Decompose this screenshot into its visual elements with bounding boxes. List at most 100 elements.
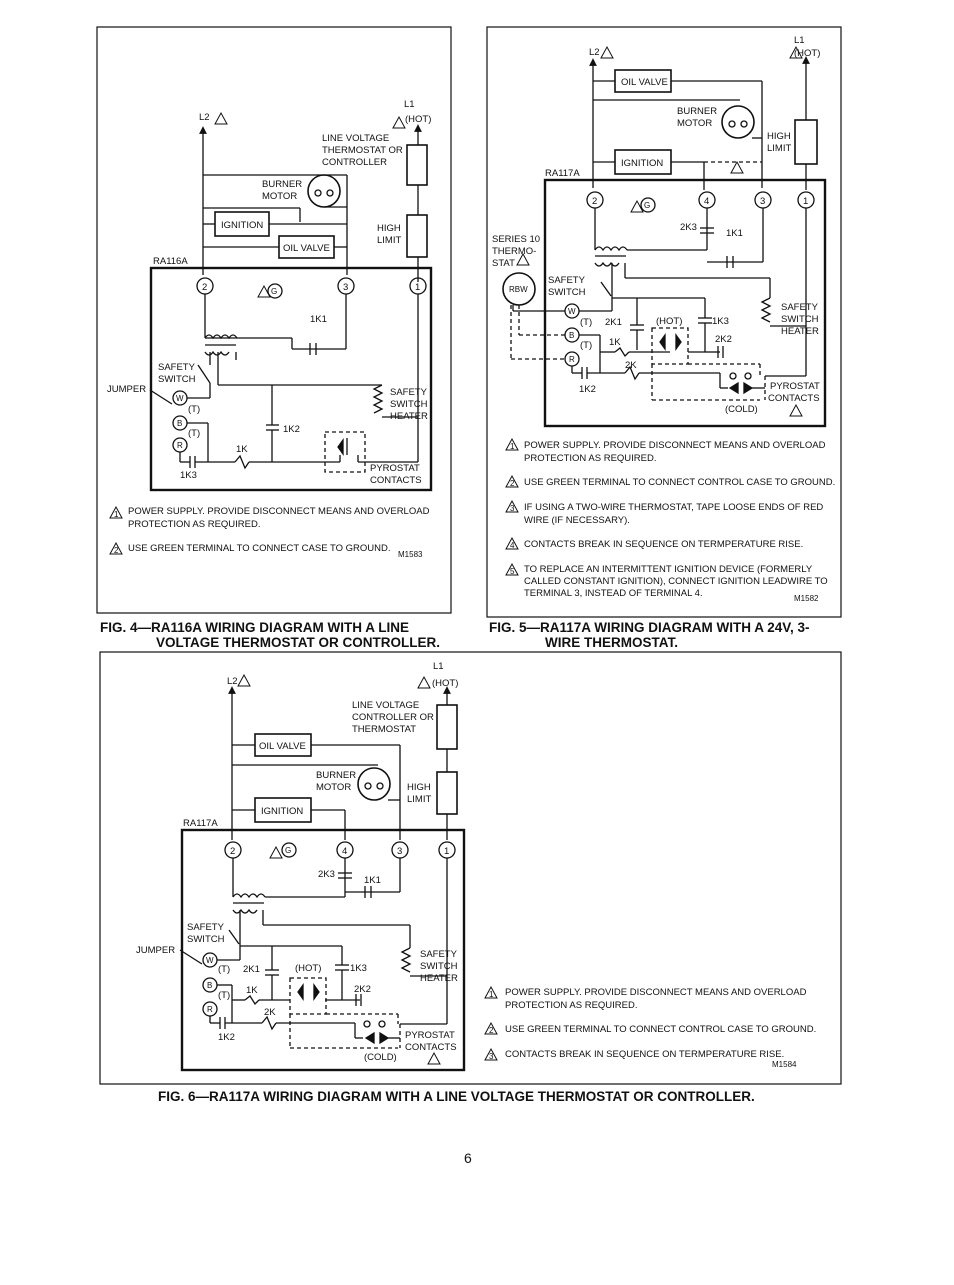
- fig6-safety2-label: SAFETY: [420, 949, 458, 960]
- fig4-diagram: [96, 26, 452, 614]
- fig4-line-voltage-label: LINE VOLTAGE: [322, 133, 389, 144]
- fig4-ignition-label: IGNITION: [221, 220, 263, 231]
- fig5-note3-line1: IF USING A TWO-WIRE THERMOSTAT, TAPE LOO…: [524, 502, 823, 513]
- fig6-caption: FIG. 6—RA117A WIRING DIAGRAM WITH A LINE…: [158, 1089, 838, 1104]
- page-number: 6: [464, 1150, 472, 1166]
- fig4-model-label: RA116A: [153, 256, 188, 267]
- fig5-pyrostat-label: PYROSTAT: [770, 381, 820, 392]
- fig5-hot2-label: (HOT): [656, 316, 682, 327]
- fig6-frame: [99, 651, 842, 1085]
- fig6-ignition-label: IGNITION: [261, 806, 303, 817]
- fig5-note2-num: 2: [510, 479, 515, 488]
- fig5-note3-line2: WIRE (IF NECESSARY).: [524, 515, 630, 526]
- fig5-2k3-label: 2K3: [680, 222, 697, 233]
- fig5-heater-label: HEATER: [781, 326, 819, 337]
- fig4-note1-line1: POWER SUPPLY. PROVIDE DISCONNECT MEANS A…: [128, 506, 430, 517]
- fig6-1k3-label: 1K3: [350, 963, 367, 974]
- fig5-2k1-label: 2K1: [605, 317, 622, 328]
- fig5-contacts-label: CONTACTS: [768, 393, 820, 404]
- fig6-jumper-label: JUMPER: [136, 945, 175, 956]
- fig4-r-label: R: [177, 441, 183, 450]
- fig5-note5-num: 5: [510, 567, 515, 576]
- fig4-b-label: B: [177, 419, 182, 428]
- fig5-t4-label: 4: [704, 196, 709, 207]
- fig6-model-label: RA117A: [183, 818, 218, 829]
- fig5-b-label: B: [569, 331, 574, 340]
- fig5-diagram: [486, 26, 842, 618]
- fig5-relay-case: [543, 178, 827, 428]
- fig5-r-label: R: [569, 355, 575, 364]
- fig6-switch-label: SWITCH: [187, 934, 225, 945]
- fig5-t1-label: 1: [803, 196, 808, 207]
- fig6-burner-motor: [357, 767, 391, 801]
- fig6-2k-label: 2K: [264, 1007, 276, 1018]
- fig5-caption-line1: FIG. 5—RA117A WIRING DIAGRAM WITH A 24V,…: [489, 620, 810, 635]
- fig4-note1-line2: PROTECTION AS REQUIRED.: [128, 519, 261, 530]
- fig5-switch2-label: SWITCH: [781, 314, 819, 325]
- fig4-safety-label: SAFETY: [158, 362, 196, 373]
- fig5-note1-num: 1: [510, 442, 515, 451]
- fig4-caption-line2: VOLTAGE THERMOSTAT OR CONTROLLER.: [156, 635, 440, 650]
- fig6-motor-label: MOTOR: [316, 782, 351, 793]
- fig5-1k1-label: 1K1: [726, 228, 743, 239]
- fig6-b-label: B: [207, 981, 212, 990]
- fig4-burner-label: BURNER: [262, 179, 302, 190]
- fig5-caption-line2: WIRE THERMOSTAT.: [545, 635, 678, 650]
- fig5-high-limit: [794, 119, 818, 165]
- fig6-note2-num: 2: [489, 1026, 494, 1035]
- fig4-thermostat: [406, 144, 428, 186]
- fig6-caption-line: FIG. 6—RA117A WIRING DIAGRAM WITH A LINE…: [158, 1089, 755, 1104]
- fig4-high-limit: [406, 214, 428, 258]
- fig5-code: M1582: [794, 594, 819, 603]
- fig6-high-label: HIGH: [407, 782, 431, 793]
- fig5-w-label: W: [568, 307, 576, 316]
- fig5-2k2-label: 2K2: [715, 334, 732, 345]
- fig5-ignition-label: IGNITION: [621, 158, 663, 169]
- fig6-r-label: R: [207, 1005, 213, 1014]
- fig4-oil-valve-label: OIL VALVE: [283, 243, 330, 254]
- fig5-l1-label: L1: [794, 35, 805, 46]
- fig5-cold-label: (COLD): [725, 404, 758, 415]
- fig6-terminal-g: [281, 842, 297, 858]
- fig5-note5-line2: CALLED CONSTANT IGNITION), CONNECT IGNIT…: [524, 576, 828, 587]
- fig5-note3-num: 3: [510, 504, 515, 513]
- fig4-note1-num: 1: [114, 510, 119, 519]
- fig6-note1-line2: PROTECTION AS REQUIRED.: [505, 1000, 638, 1011]
- fig4-motor-label: MOTOR: [262, 191, 297, 202]
- fig6-burner-label: BURNER: [316, 770, 356, 781]
- fig5-oil-valve-label: OIL VALVE: [621, 77, 668, 88]
- fig4-1k1-label: 1K1: [310, 314, 327, 325]
- fig5-model-label: RA117A: [545, 168, 580, 179]
- fig4-t1-label: 1: [415, 282, 420, 293]
- fig6-diagram: [99, 651, 842, 1085]
- fig6-pyrostat-label: PYROSTAT: [405, 1030, 455, 1041]
- fig5-1k-label: 1K: [609, 337, 621, 348]
- fig4-switch-label: SWITCH: [158, 374, 196, 385]
- fig6-note3-num: 3: [489, 1052, 494, 1061]
- fig6-2k1-label: 2K1: [243, 964, 260, 975]
- fig5-motor-label: MOTOR: [677, 118, 712, 129]
- fig5-safety-label: SAFETY: [548, 275, 586, 286]
- fig4-note2-num: 2: [114, 546, 119, 555]
- fig5-burner-label: BURNER: [677, 106, 717, 117]
- fig6-t1-label: 1: [444, 846, 449, 857]
- fig5-terminal-g: [640, 197, 656, 213]
- fig5-high-label: HIGH: [767, 131, 791, 142]
- fig5-text: L2 L1 (HOT) OIL VALVE BURNER MOTOR HIGH …: [492, 35, 835, 603]
- fig5-note4-line1: CONTACTS BREAK IN SEQUENCE ON TERMPERATU…: [524, 539, 803, 550]
- fig4-t2-label: 2: [202, 282, 207, 293]
- fig4-t3-label: 3: [343, 282, 348, 293]
- fig6-w-label: W: [206, 956, 214, 965]
- fig4-l2-label: L2: [199, 112, 210, 123]
- fig6-limit-label: LIMIT: [407, 794, 431, 805]
- fig6-t2-label: 2: [230, 846, 235, 857]
- fig4-thermostat-or-label: THERMOSTAT OR: [322, 145, 403, 156]
- fig4-hot-label: (HOT): [405, 114, 431, 125]
- fig6-high-limit: [436, 771, 458, 815]
- fig5-series-label: SERIES 10: [492, 234, 540, 245]
- fig6-note1-num: 1: [489, 990, 494, 999]
- fig4-safety2-label: SAFETY: [390, 387, 428, 398]
- fig4-high-label: HIGH: [377, 223, 401, 234]
- fig6-cold-label: (COLD): [364, 1052, 397, 1063]
- fig5-note4-num: 4: [510, 541, 515, 550]
